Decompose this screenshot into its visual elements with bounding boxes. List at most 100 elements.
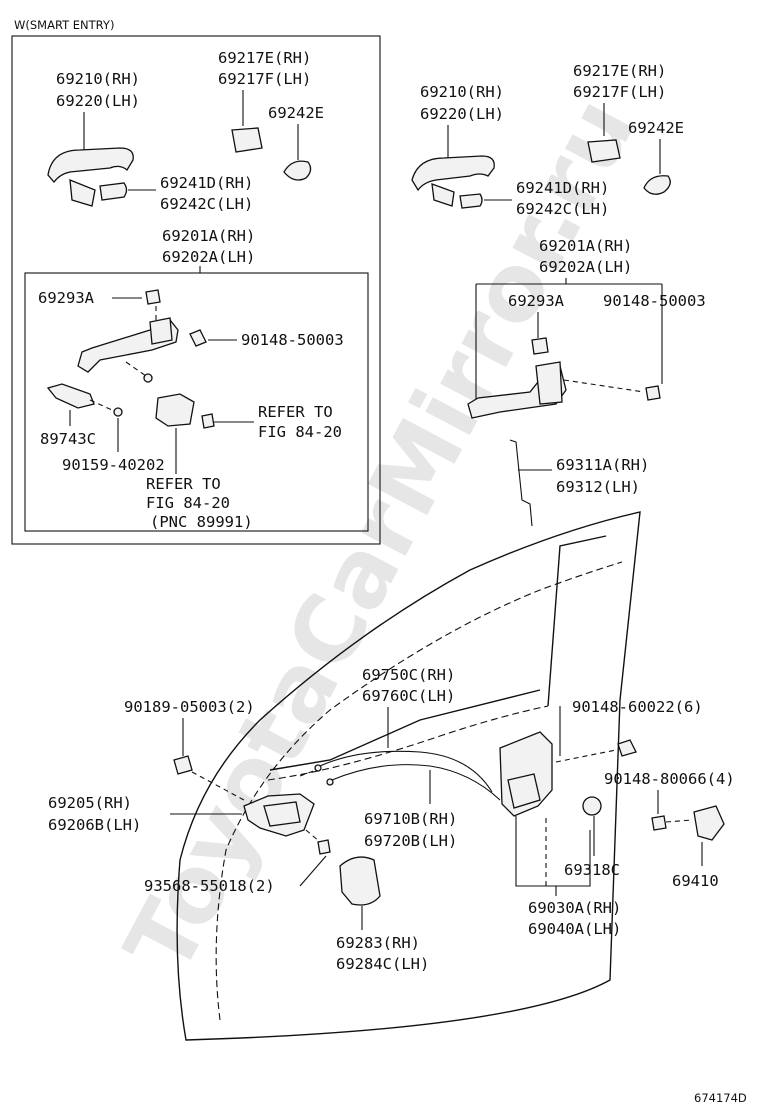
- cushion-part: [582, 796, 602, 816]
- label-cable-lh: 69760C(LH): [362, 687, 455, 705]
- inner-handle-lever: [263, 801, 301, 827]
- rod-part: [509, 439, 533, 527]
- cable-end: [326, 778, 334, 786]
- label-bezel-rh: 69283(RH): [336, 934, 420, 952]
- key-cover: [587, 139, 621, 163]
- inset-label-frame-lh: 69202A(LH): [162, 248, 255, 266]
- label-inner-rh: 69205(RH): [48, 794, 132, 812]
- label-cushion: 69318C: [564, 861, 620, 879]
- frame-screw: [645, 385, 661, 401]
- label-screw-lock: 90148-60022(6): [572, 698, 703, 716]
- label-bezel-lh: 69284C(LH): [336, 955, 429, 973]
- inset-label-cover-rh: 69217E(RH): [218, 49, 311, 67]
- inset-refer1-b: FIG 84-20: [258, 423, 342, 441]
- inset-dash: [125, 361, 147, 377]
- inset-title: W(SMART ENTRY): [14, 18, 114, 32]
- inset-handle-pad: [99, 182, 128, 201]
- inset-label-handle-rh: 69210(RH): [56, 70, 140, 88]
- label-inner-lh: 69206B(LH): [48, 816, 141, 834]
- label-rod-lh: 69312(LH): [556, 478, 640, 496]
- label-pad: 69242E: [628, 119, 684, 137]
- window-rear: [547, 535, 607, 707]
- dash: [555, 749, 617, 763]
- label-cover-lh: 69217F(LH): [573, 83, 666, 101]
- dash: [191, 771, 245, 801]
- cable-end: [314, 764, 322, 772]
- inset-label-screw2: 90159-40202: [62, 456, 165, 474]
- inset-label-clip: 69293A: [38, 289, 95, 307]
- dash: [665, 819, 693, 823]
- inset-handle-arm: [69, 178, 96, 207]
- inset-label-handle-lh: 69220(LH): [56, 92, 140, 110]
- inset-refer2-a: REFER TO: [146, 475, 221, 493]
- bolt-part: [173, 755, 193, 775]
- clip-part: [531, 337, 549, 355]
- label-screw: 90148-50003: [603, 292, 706, 310]
- inset-label-bracket: 89743C: [40, 430, 96, 448]
- label-striker: 69410: [672, 872, 719, 890]
- window-inner: [267, 705, 549, 781]
- inset-frame: [11, 35, 381, 545]
- dash: [563, 379, 645, 393]
- inset-refer2-c: (PNC 89991): [150, 513, 253, 531]
- figure-code: 674174D: [694, 1091, 747, 1105]
- window-line: [269, 689, 541, 771]
- leader: [299, 855, 327, 887]
- inset-refer2-b: FIG 84-20: [146, 494, 230, 512]
- pad-gasket: [643, 175, 671, 195]
- inset-clip-part: [145, 289, 161, 305]
- inset-label-screw: 90148-50003: [241, 331, 344, 349]
- inset-label-pad2-rh: 69241D(RH): [160, 174, 253, 192]
- inset-label-pad: 69242E: [268, 104, 324, 122]
- inset-sensor-screw: [201, 413, 215, 429]
- door-lock-inner: [507, 773, 541, 809]
- inset-label-pad2-lh: 69242C(LH): [160, 195, 253, 213]
- lock-bracket-lines: [515, 816, 591, 887]
- handle-arm: [431, 183, 455, 207]
- label-frame-lh: 69202A(LH): [539, 258, 632, 276]
- label-cable-rh: 69750C(RH): [362, 666, 455, 684]
- label-pad2-lh: 69242C(LH): [516, 200, 609, 218]
- door-handle: [411, 155, 495, 192]
- inset-sensor-part: [155, 393, 195, 427]
- label-bolt: 90189-05003(2): [124, 698, 255, 716]
- handle-pad: [459, 193, 483, 209]
- inset-bolt: [143, 373, 153, 383]
- striker-part: [693, 805, 725, 841]
- inset-label-frame-rh: 69201A(RH): [162, 227, 255, 245]
- cable-a: [319, 750, 493, 793]
- inset-label-cover-lh: 69217F(LH): [218, 70, 311, 88]
- frame-bracket-lines: [475, 283, 663, 400]
- inset-screw: [189, 329, 207, 347]
- frame-block: [535, 361, 563, 405]
- label-clip: 69293A: [508, 292, 565, 310]
- label-pad2-rh: 69241D(RH): [516, 179, 609, 197]
- label-screw-striker: 90148-80066(4): [604, 770, 735, 788]
- inset-screw2-part: [113, 407, 123, 417]
- dash: [305, 829, 321, 843]
- inset-key-cover: [231, 127, 263, 153]
- inset-bracket-part: [46, 383, 95, 409]
- cable-b: [331, 764, 501, 801]
- label-lock-rh: 69030A(RH): [528, 899, 621, 917]
- door-inner-outline: [215, 561, 623, 1021]
- label-cover-rh: 69217E(RH): [573, 62, 666, 80]
- label-cable2-lh: 69720B(LH): [364, 832, 457, 850]
- inset-refer1-a: REFER TO: [258, 403, 333, 421]
- label-rod-rh: 69311A(RH): [556, 456, 649, 474]
- label-frame-rh: 69201A(RH): [539, 237, 632, 255]
- inner-screw-part: [317, 839, 331, 855]
- dash: [299, 769, 317, 777]
- inset-dash: [89, 399, 113, 411]
- inset-frame-block: [149, 317, 173, 345]
- label-screw-inner: 93568-55018(2): [144, 877, 275, 895]
- label-lock-lh: 69040A(LH): [528, 920, 621, 938]
- label-handle-rh: 69210(RH): [420, 83, 504, 101]
- striker-screw-part: [651, 815, 667, 831]
- door-outline: [176, 511, 641, 1041]
- bezel-part: [339, 856, 381, 906]
- label-handle-lh: 69220(LH): [420, 105, 504, 123]
- inset-pad-gasket: [283, 160, 312, 181]
